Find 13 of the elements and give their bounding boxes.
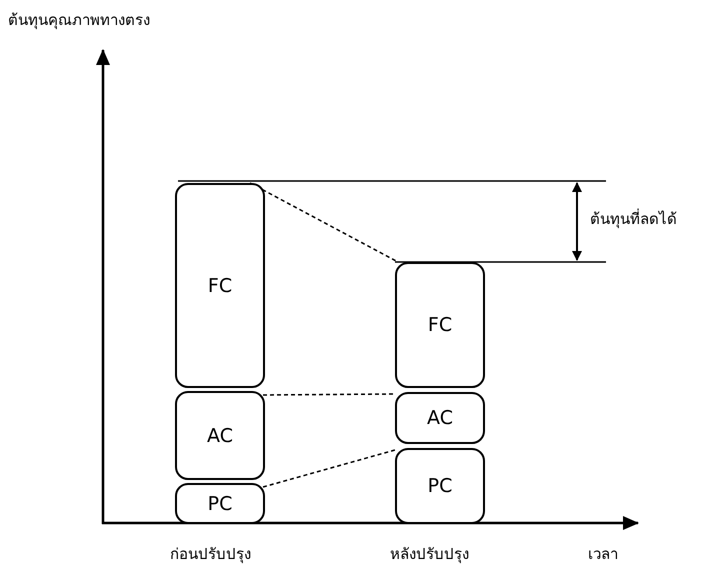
axis-title: เวลา	[588, 544, 618, 565]
cost-box: PC	[175, 483, 265, 524]
cost-box: PC	[395, 448, 485, 524]
axis-label: หลังปรับปรุง	[390, 544, 469, 566]
dimension-label: ต้นทุนที่ลดได้	[590, 208, 677, 230]
axis-label: ก่อนปรับปรุง	[170, 544, 251, 566]
cost-box: AC	[395, 392, 485, 444]
cost-box: FC	[175, 183, 265, 388]
cost-box: FC	[395, 262, 485, 388]
axis-title: ต้นทุนคุณภาพทางตรง	[8, 10, 150, 32]
comparison-line	[250, 182, 398, 263]
comparison-line	[263, 393, 395, 396]
cost-box: AC	[175, 391, 265, 480]
